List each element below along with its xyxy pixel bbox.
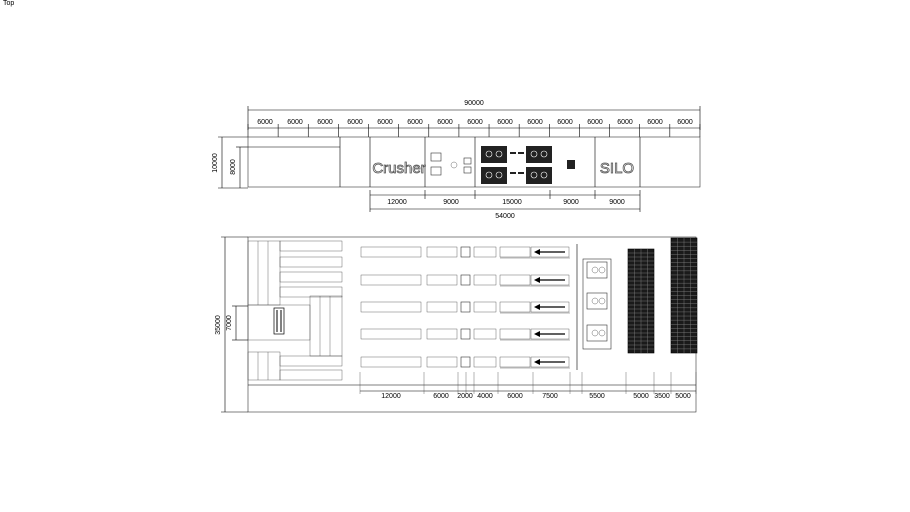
tank-unit: [473, 274, 497, 286]
plan-segment-label: 7500: [542, 393, 558, 400]
machine-icon: [273, 307, 285, 335]
plan-segment-label: 12000: [381, 393, 401, 400]
press-unit: [499, 328, 531, 340]
plan-view: 35000 7000: [215, 236, 698, 413]
plan-segment-label: 6000: [507, 393, 523, 400]
equipment-icon: [463, 166, 472, 174]
view-label: Top: [3, 0, 15, 7]
press-unit: [530, 301, 570, 313]
press-unit: [499, 246, 531, 258]
machine-block: [526, 146, 552, 163]
crusher-label: Crusher: [372, 160, 425, 177]
press-unit: [530, 328, 570, 340]
overall-length-label: 90000: [464, 100, 484, 107]
plan-segment-label: 4000: [477, 393, 493, 400]
pump-unit: [460, 356, 471, 368]
segment-label: 6000: [287, 119, 303, 126]
plan-depth-label: 35000: [215, 315, 222, 335]
arrow-icon: [534, 249, 540, 255]
plan-segment-label: 5000: [633, 393, 649, 400]
segment-label: 6000: [557, 119, 573, 126]
press-unit: [530, 274, 570, 286]
equipment-rows: [360, 246, 570, 369]
equipment-icon: [430, 166, 442, 176]
bottom-segment-label: 12000: [387, 199, 407, 206]
arrow-icon: [534, 359, 540, 365]
tank-unit: [473, 301, 497, 313]
segment-label: 6000: [467, 119, 483, 126]
segment-label: 6000: [587, 119, 603, 126]
equipment-icon: [450, 161, 458, 169]
pump-unit: [460, 274, 471, 286]
machine-block: [481, 146, 507, 163]
machine-block: [526, 167, 552, 184]
feeder-unit: [426, 356, 458, 368]
equipment-icon: [430, 152, 442, 162]
bottom-total-label: 54000: [495, 213, 515, 220]
machine-block: [481, 167, 507, 184]
equipment-icon: [567, 160, 575, 169]
plan-outline: [247, 236, 697, 413]
tank-unit: [473, 246, 497, 258]
plan-inner-depth-label: 7000: [226, 315, 233, 331]
plan-segment-label: 5500: [589, 393, 605, 400]
tank-unit: [473, 356, 497, 368]
silo-label: SILO: [600, 160, 634, 177]
height-inner-label: 8000: [230, 159, 237, 175]
bottom-segment-label: 9000: [609, 199, 625, 206]
arrow-icon: [534, 277, 540, 283]
segment-label: 6000: [347, 119, 363, 126]
conveyor-unit: [360, 356, 422, 368]
segment-label: 6000: [377, 119, 393, 126]
equipment-icon: [586, 261, 608, 279]
pump-unit: [460, 301, 471, 313]
segment-label: 6000: [527, 119, 543, 126]
feeder-unit: [426, 328, 458, 340]
segment-label: 6000: [647, 119, 663, 126]
equipment-icon: [586, 292, 608, 310]
segment-label: 6000: [407, 119, 423, 126]
feeder-unit: [426, 246, 458, 258]
equipment-icon: [463, 157, 472, 165]
bottom-segment-label: 9000: [443, 199, 459, 206]
segment-label: 6000: [497, 119, 513, 126]
press-unit: [530, 246, 570, 258]
conveyor-unit: [360, 301, 422, 313]
elevation-view: 90000 6000 6000 6000 6000 6000 6000 6000…: [212, 100, 701, 220]
tank-unit: [473, 328, 497, 340]
segment-label: 6000: [317, 119, 333, 126]
plan-segment-label: 3500: [654, 393, 670, 400]
height-outer-label: 10000: [212, 153, 219, 173]
plan-segment-label: 2000: [457, 393, 473, 400]
segment-label: 6000: [437, 119, 453, 126]
arrow-icon: [534, 304, 540, 310]
conveyor-unit: [360, 246, 422, 258]
equipment-icon: [586, 324, 608, 342]
press-unit: [499, 274, 531, 286]
pump-unit: [460, 328, 471, 340]
feeder-unit: [426, 274, 458, 286]
segment-label: 6000: [257, 119, 273, 126]
press-unit: [499, 356, 531, 368]
feeder-unit: [426, 301, 458, 313]
conveyor-unit: [360, 328, 422, 340]
press-unit: [530, 356, 570, 368]
silo-racks: [627, 237, 698, 354]
plan-segment-label: 6000: [433, 393, 449, 400]
bottom-segment-label: 15000: [502, 199, 522, 206]
building-outline: [247, 136, 701, 188]
bottom-segment-label: 9000: [563, 199, 579, 206]
plan-segment-label: 5000: [675, 393, 691, 400]
pump-unit: [460, 246, 471, 258]
conveyor-unit: [360, 274, 422, 286]
segment-label: 6000: [617, 119, 633, 126]
arrow-icon: [534, 331, 540, 337]
machine-cluster: [481, 146, 552, 184]
segment-label: 6000: [677, 119, 693, 126]
press-unit: [499, 301, 531, 313]
